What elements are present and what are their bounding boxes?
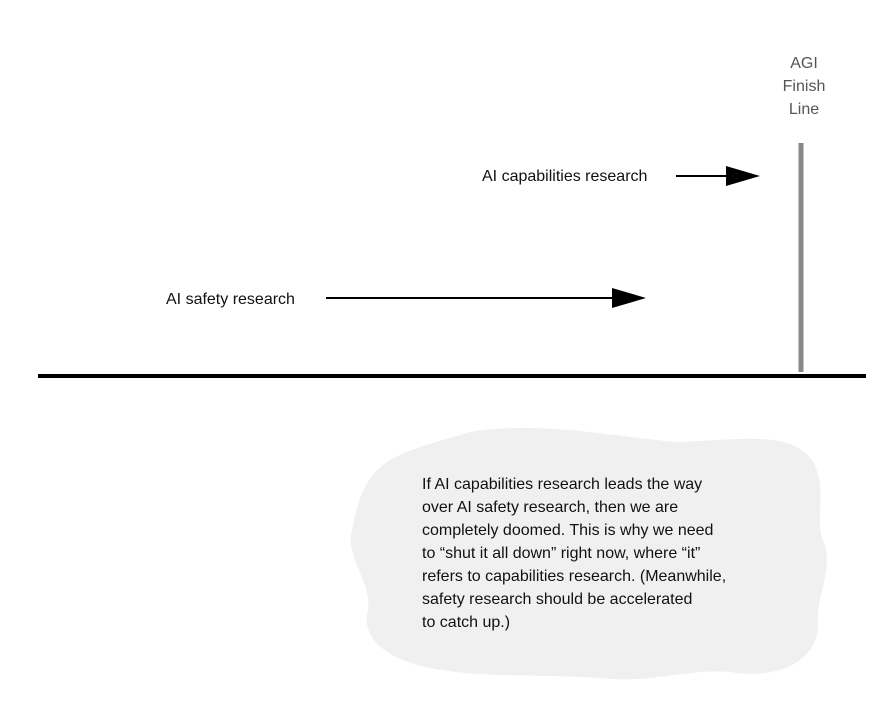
note-line: If AI capabilities research leads the wa… xyxy=(422,476,703,493)
note-line: safety research should be accelerated xyxy=(422,591,693,608)
note-line: over AI safety research, then we are xyxy=(422,499,679,516)
finish-line-label: AGI Finish Line xyxy=(764,52,844,121)
finish-label-line-2: Finish xyxy=(782,78,826,95)
note-line: to catch up.) xyxy=(422,614,511,631)
safety-research-label: AI safety research xyxy=(166,291,295,308)
note-line: completely doomed. This is why we need xyxy=(422,522,714,539)
note-cloud xyxy=(350,427,827,680)
safety-arrowhead xyxy=(612,288,646,308)
finish-label-line-1: AGI xyxy=(790,55,818,72)
capabilities-arrowhead xyxy=(726,166,760,186)
finish-label-line-3: Line xyxy=(788,101,820,118)
capabilities-research-label: AI capabilities research xyxy=(482,168,648,185)
note-text: If AI capabilities research leads the wa… xyxy=(422,473,802,634)
note-line: to “shut it all down” right now, where “… xyxy=(422,545,701,562)
note-line: refers to capabilities research. (Meanwh… xyxy=(422,568,727,585)
